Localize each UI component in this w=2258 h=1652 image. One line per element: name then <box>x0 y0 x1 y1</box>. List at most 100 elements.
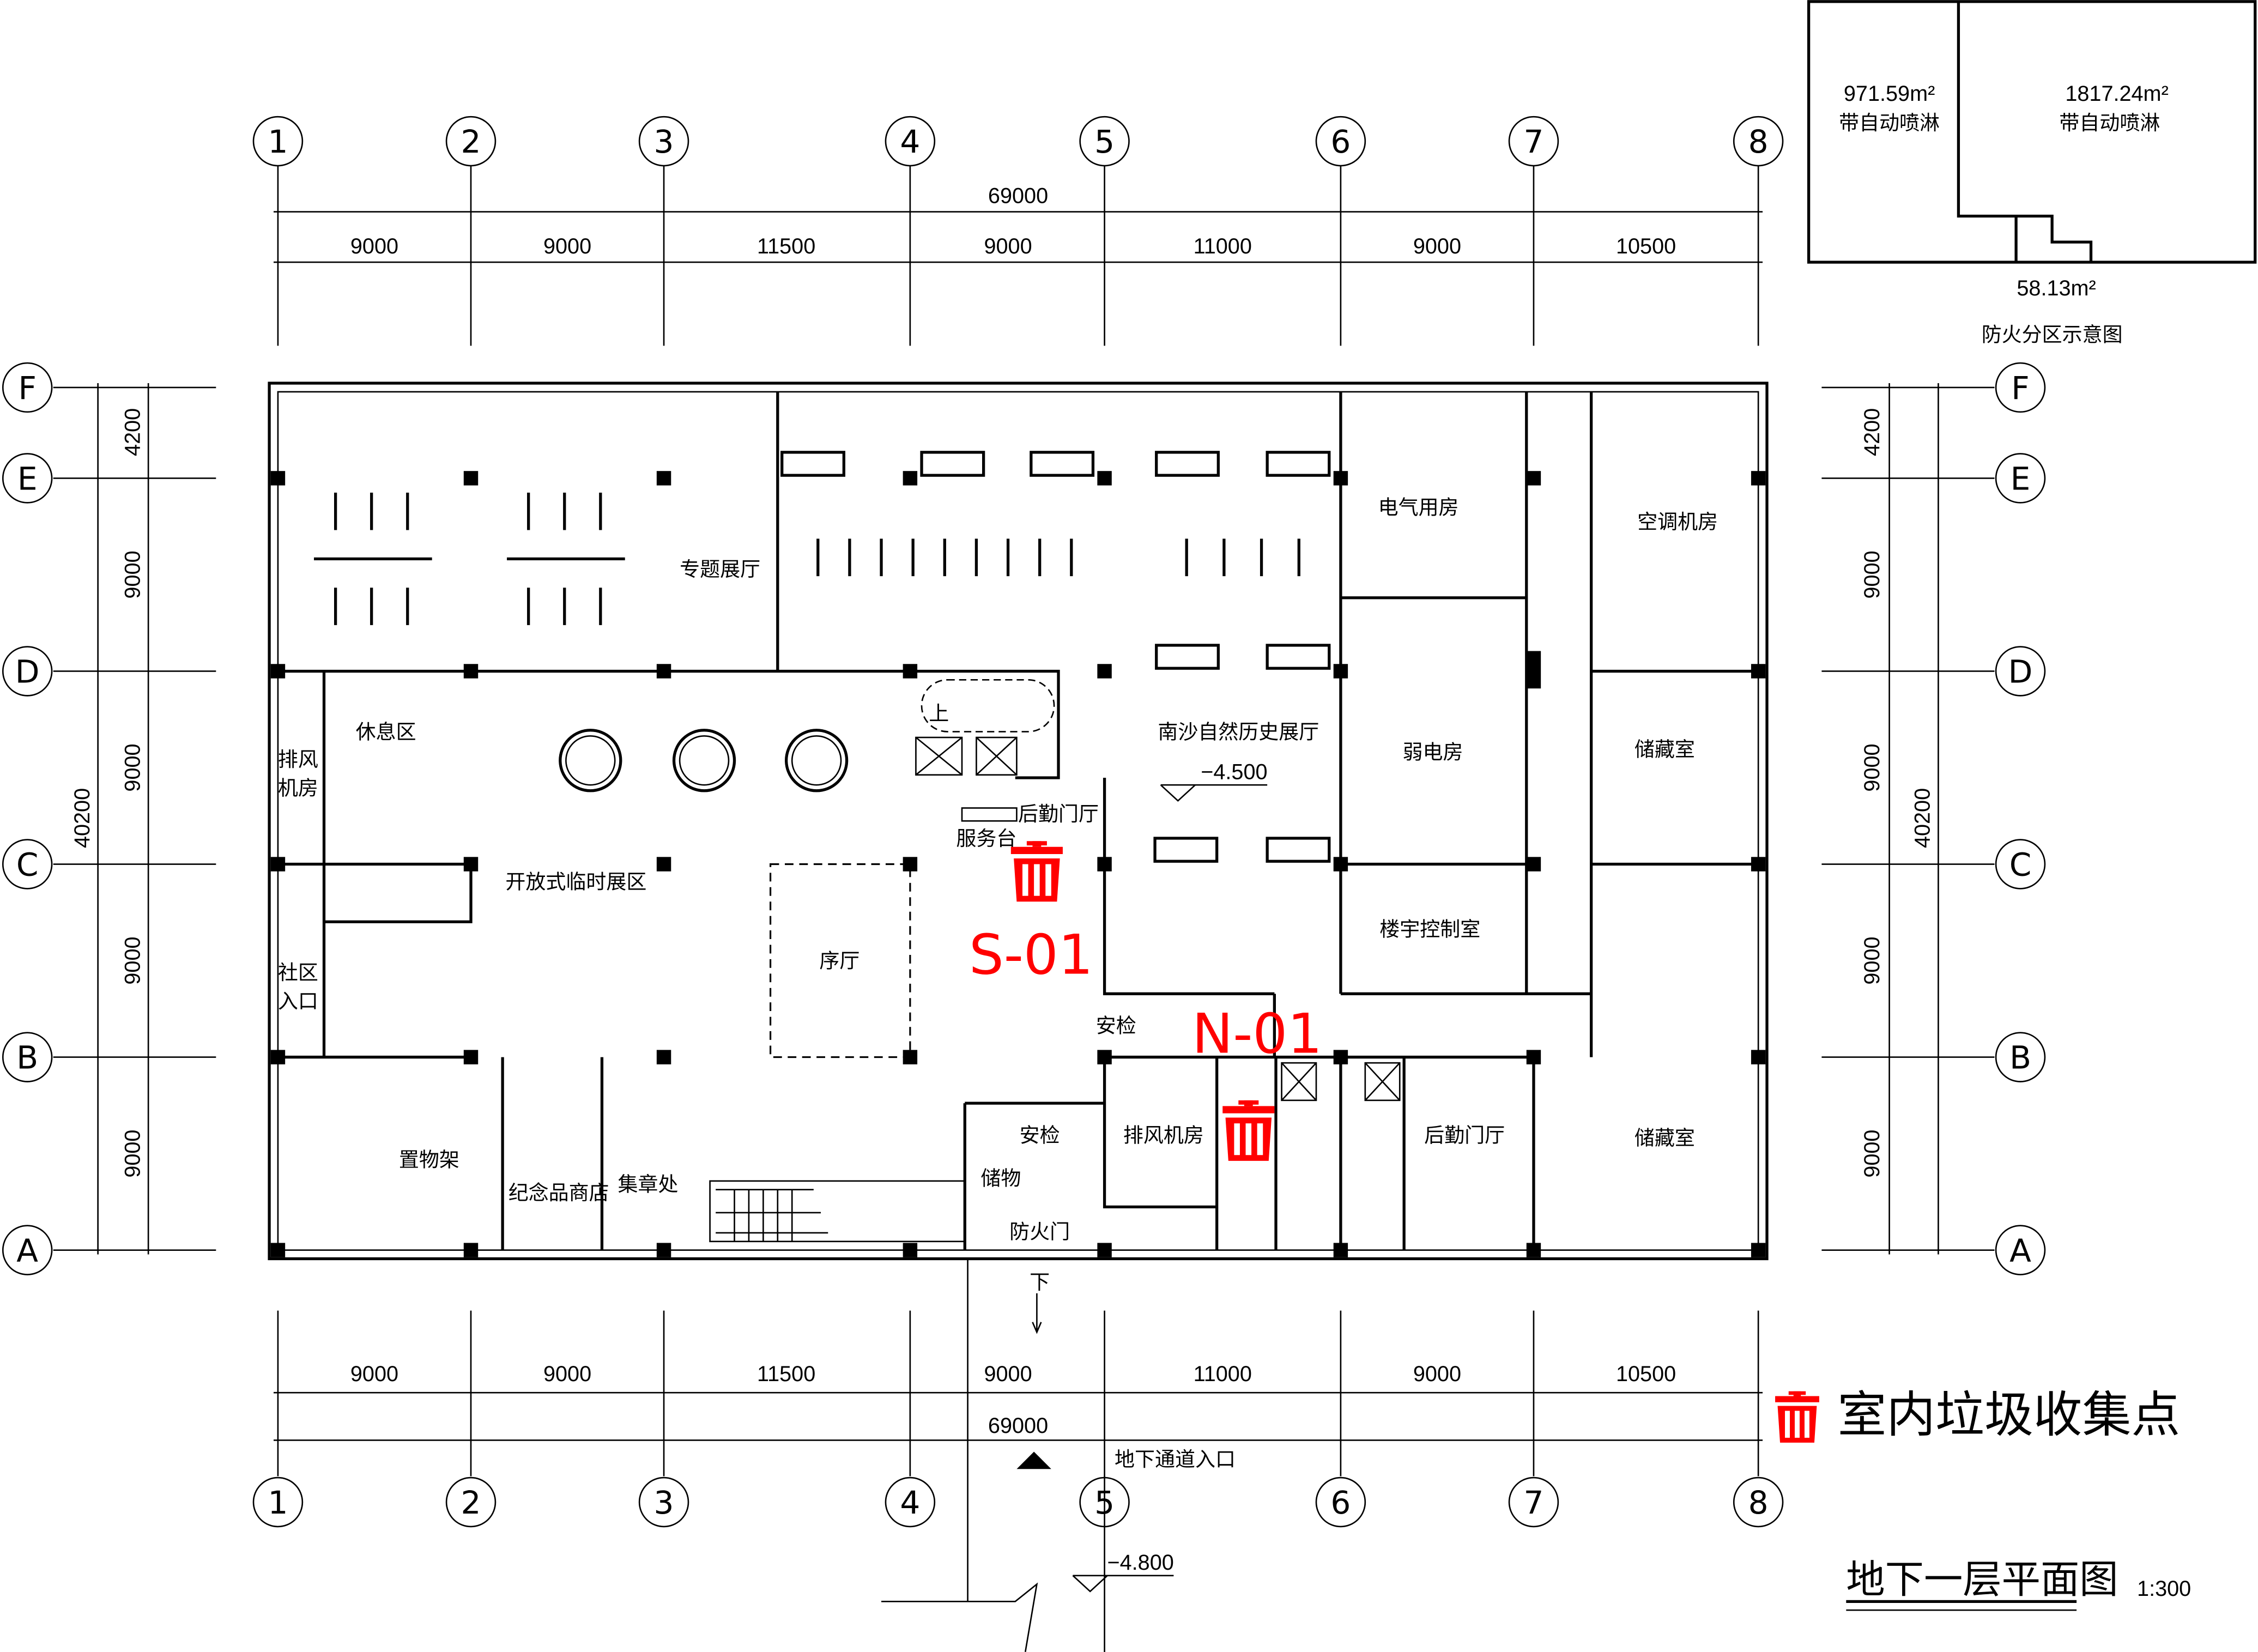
level-underpass: −4.800 <box>1107 1551 1173 1575</box>
dimensions-left: 4200 9000 9000 9000 9000 40200 <box>70 408 144 1178</box>
display-cases <box>314 451 1331 863</box>
trash-icon <box>1775 1391 1819 1443</box>
svg-text:9000: 9000 <box>543 1362 591 1386</box>
svg-text:9000: 9000 <box>1413 234 1461 258</box>
svg-text:9000: 9000 <box>350 1362 398 1386</box>
svg-text:A: A <box>2009 1232 2031 1269</box>
community-entrance: 社区 <box>278 961 318 984</box>
trash-icon <box>1010 841 1063 902</box>
svg-text:69000: 69000 <box>988 1414 1048 1438</box>
svg-text:9000: 9000 <box>984 234 1032 258</box>
svg-text:8: 8 <box>1748 123 1769 160</box>
svg-text:10500: 10500 <box>1616 234 1676 258</box>
marker-n-01[interactable]: N-01 <box>1192 1002 1322 1161</box>
room-shelf: 置物架 <box>399 1148 459 1171</box>
dimensions-top: 69000 9000 9000 11500 9000 11000 9000 10… <box>350 184 1676 258</box>
svg-text:69000: 69000 <box>988 184 1048 208</box>
room-storage-small: 储物 <box>980 1167 1021 1190</box>
dimensions-bottom: 9000 9000 11500 9000 11000 9000 10500 69… <box>350 1362 1676 1438</box>
room-logistics-lobby-2: 后勤门厅 <box>1424 1123 1505 1147</box>
column-axis-bottom: 1 2 3 4 5 6 7 8 <box>252 1476 1784 1528</box>
drawing-name: 地下一层平面图 <box>1846 1557 2118 1602</box>
room-electrical: 电气用房 <box>1378 495 1459 519</box>
fire-door: 防火门 <box>1009 1220 1070 1243</box>
svg-text:A: A <box>16 1232 38 1269</box>
row-axis-right: F E D C B A <box>1995 362 2046 1275</box>
svg-text:10500: 10500 <box>1616 1362 1676 1386</box>
svg-text:4200: 4200 <box>120 408 144 456</box>
svg-text:E: E <box>17 461 38 498</box>
svg-text:3: 3 <box>654 123 674 160</box>
fire-zone-caption: 防火分区示意图 <box>1982 323 2123 346</box>
room-weak-current: 弱电房 <box>1403 741 1463 764</box>
stair-up: 上 <box>929 701 949 725</box>
room-logistics-lobby-1: 后勤门厅 <box>1018 802 1099 826</box>
svg-text:9000: 9000 <box>543 234 591 258</box>
security-2: 安检 <box>1020 1123 1060 1147</box>
svg-text:4: 4 <box>900 123 920 160</box>
svg-text:5: 5 <box>1094 1484 1115 1521</box>
svg-text:1: 1 <box>268 1484 288 1521</box>
svg-text:9000: 9000 <box>984 1362 1032 1386</box>
drawing-scale: 1:300 <box>2137 1577 2191 1601</box>
svg-text:C: C <box>2009 846 2032 884</box>
svg-text:9000: 9000 <box>120 936 144 984</box>
svg-text:D: D <box>2008 653 2033 691</box>
zone2-note: 带自动喷淋 <box>2059 111 2160 135</box>
room-labels: 专题展厅 电气用房 空调机房 南沙自然历史展厅 −4.500 弱电房 储藏室 休… <box>278 495 1718 1652</box>
room-exhaust-1: 排风 <box>278 748 318 771</box>
dimensions-right: 4200 9000 9000 9000 9000 40200 <box>1860 408 1934 1178</box>
svg-text:4: 4 <box>900 1484 920 1521</box>
svg-text:9000: 9000 <box>1860 743 1884 791</box>
svg-text:9000: 9000 <box>350 234 398 258</box>
svg-text:3: 3 <box>654 1484 674 1521</box>
svg-text:9000: 9000 <box>120 550 144 598</box>
svg-text:2: 2 <box>461 1484 481 1521</box>
svg-text:9000: 9000 <box>1413 1362 1461 1386</box>
drawing-title: 地下一层平面图 1:300 <box>1846 1557 2191 1611</box>
svg-text:11000: 11000 <box>1194 234 1252 258</box>
svg-text:7: 7 <box>1523 123 1543 160</box>
underpass-entrance: 地下通道入口 <box>1115 1448 1236 1471</box>
svg-text:C: C <box>16 846 39 884</box>
room-open-exhibit: 开放式临时展区 <box>505 870 646 893</box>
row-axis-left: F E D C B A <box>2 362 53 1275</box>
svg-text:N-01: N-01 <box>1192 1002 1322 1066</box>
svg-text:7: 7 <box>1523 1484 1543 1521</box>
room-exhaust-2: 排风机房 <box>1123 1123 1204 1147</box>
svg-text:9000: 9000 <box>1860 1130 1884 1178</box>
svg-text:1: 1 <box>268 123 288 160</box>
svg-text:40200: 40200 <box>1911 788 1935 848</box>
room-building-control: 楼宇控制室 <box>1379 918 1480 941</box>
svg-text:D: D <box>15 653 40 691</box>
svg-text:6: 6 <box>1330 1484 1351 1521</box>
room-hvac: 空调机房 <box>1637 510 1718 534</box>
zone2-area: 1817.24m² <box>2065 82 2168 106</box>
svg-text:F: F <box>18 370 36 407</box>
svg-text:9000: 9000 <box>1860 550 1884 598</box>
svg-text:B: B <box>2009 1039 2031 1076</box>
level-nansha: −4.500 <box>1201 760 1267 784</box>
svg-text:11500: 11500 <box>757 234 815 258</box>
svg-text:2: 2 <box>461 123 481 160</box>
svg-text:B: B <box>16 1039 38 1076</box>
svg-text:E: E <box>2011 461 2031 498</box>
stair-down: 下 <box>1030 1270 1050 1294</box>
marker-s-01[interactable]: S-01 <box>969 841 1093 987</box>
legend-label: 室内垃圾收集点 <box>1837 1387 2180 1444</box>
svg-text:4200: 4200 <box>1860 408 1884 456</box>
walls <box>268 382 1769 1261</box>
svg-text:F: F <box>2011 370 2029 407</box>
room-souvenir: 纪念品商店 <box>508 1181 609 1205</box>
fire-zone-diagram: 971.59m² 带自动喷淋 1817.24m² 带自动喷淋 58.13m² 防… <box>1807 0 2257 346</box>
svg-text:9000: 9000 <box>120 1130 144 1178</box>
svg-text:40200: 40200 <box>70 788 94 848</box>
legend: 室内垃圾收集点 <box>1775 1387 2180 1444</box>
room-storage-2: 储藏室 <box>1635 1127 1695 1150</box>
svg-text:S-01: S-01 <box>969 923 1093 987</box>
grid-lines <box>53 166 1995 1652</box>
zone1-area: 971.59m² <box>1844 82 1935 106</box>
room-nansha-hall: 南沙自然历史展厅 <box>1158 721 1319 744</box>
svg-text:5: 5 <box>1094 123 1115 160</box>
